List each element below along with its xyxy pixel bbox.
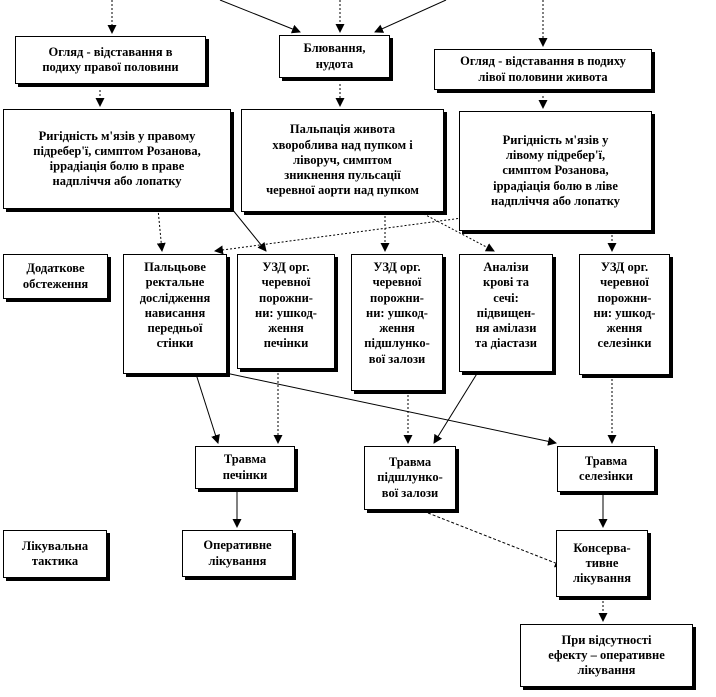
arrow-analyses-to-trauma-pancreas	[433, 371, 479, 444]
label-extra-exam: Додаткове обстеження	[3, 254, 108, 299]
arrow-palpation-to-analyses	[419, 211, 495, 252]
node-operative: Оперативне лікування	[182, 530, 293, 577]
node-exam-right: Огляд - відставання в подиху правої поло…	[15, 36, 206, 84]
node-no-effect: При відсутності ефекту – оперативне ліку…	[520, 624, 693, 687]
node-trauma-pancreas: Травма підшлунко- вої залози	[364, 446, 456, 510]
node-us-pancreas: УЗД орг. черевної порожни- ни: ушкод- же…	[351, 254, 443, 391]
node-rigidity-left: Ригідність м'язів у лівому підребер'ї, с…	[459, 111, 652, 231]
node-conservative: Консерва- тивне лікування	[556, 530, 648, 597]
label-treatment-tactics: Лікувальна тактика	[3, 530, 107, 578]
node-vomiting: Блювання, нудота	[279, 35, 390, 78]
arrow-rigidity-left-to-rectal	[214, 217, 463, 255]
node-rectal: Пальцьове ректальне дослідження нависанн…	[123, 254, 227, 374]
arrow-trauma-pancreas-to-conservative	[427, 512, 564, 568]
arrow-top-to-vomiting	[219, 0, 301, 34]
arrow-rectal-to-trauma-liver	[195, 373, 220, 444]
arrow-rigidity-right-to-rectal	[156, 208, 166, 252]
node-rigidity-right: Ригідність м'язів у правому підребер'ї, …	[3, 109, 231, 209]
node-exam-left: Огляд - відставання в подиху лівої полов…	[434, 49, 652, 90]
node-trauma-liver: Травма печінки	[195, 446, 295, 489]
node-blood-urine: Аналізи крові та сечі: підвищен- ня аміл…	[459, 254, 553, 372]
node-palpation: Пальпація живота хвороблива над пупком і…	[241, 109, 444, 212]
arrow-rigidity-right-to-us-liver	[231, 208, 267, 252]
node-trauma-spleen: Травма селезінки	[557, 446, 655, 492]
arrow-rectal-to-trauma-spleen	[220, 371, 557, 446]
arrow-top-to-vomiting-3	[374, 0, 447, 33]
node-us-liver: УЗД орг. черевної порожни- ни: ушкод- же…	[237, 254, 335, 369]
node-us-spleen: УЗД орг. черевної порожни- ни: ушкод- же…	[579, 254, 670, 375]
